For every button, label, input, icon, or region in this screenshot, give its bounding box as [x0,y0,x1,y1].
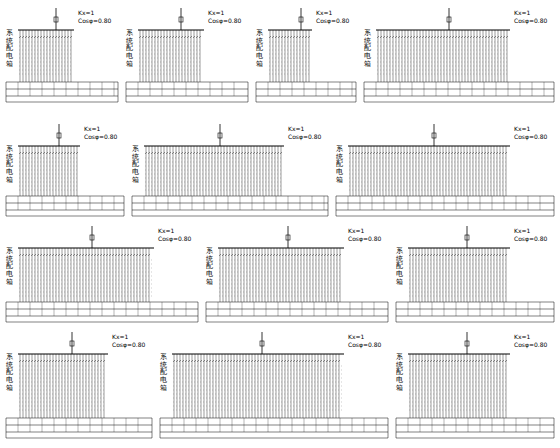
panel-schematic [6,124,124,216]
panel-title: 系统配电箱 [336,146,343,184]
panel-title: 系统配电箱 [6,30,13,68]
load-parameter: Cosφ=0.80 [208,18,241,24]
load-parameter: Cosφ=0.80 [78,18,111,24]
load-parameter: Cosφ=0.80 [348,236,381,242]
load-parameter: Cosφ=0.80 [112,342,145,348]
panel-title: 系统配电箱 [206,248,213,286]
panel-title: 系统配电箱 [6,146,13,184]
panel-schematic [6,226,198,322]
panel-schematic [396,332,554,438]
load-parameter: Kx=1 [348,228,364,234]
load-parameter: Kx=1 [514,10,530,16]
load-parameter: Kx=1 [208,10,224,16]
load-parameter: Kx=1 [288,126,304,132]
panel-schematic [132,124,328,216]
panel-schematic [160,332,388,438]
panel-title: 系统配电箱 [126,30,133,68]
panel-title: 系统配电箱 [6,354,13,392]
load-parameter: Cosφ=0.80 [514,134,547,140]
panel-title: 系统配电箱 [396,248,403,286]
panel-title: 系统配电箱 [132,146,139,184]
load-parameter: Kx=1 [514,126,530,132]
panel-title: 系统配电箱 [256,30,263,68]
panel-title: 系统配电箱 [160,354,167,392]
load-parameter: Cosφ=0.80 [158,236,191,242]
load-parameter: Cosφ=0.80 [514,342,547,348]
load-parameter: Cosφ=0.80 [514,18,547,24]
panel-schematic [206,226,388,322]
load-parameter: Kx=1 [348,334,364,340]
panel-title: 系统配电箱 [6,248,13,286]
panel-title: 系统配电箱 [364,30,371,68]
load-parameter: Kx=1 [514,334,530,340]
load-parameter: Cosφ=0.80 [84,134,117,140]
panel-schematic [336,124,554,216]
panel-schematic [396,226,554,322]
panel-schematic [364,8,554,102]
panel-schematic [6,332,152,438]
load-parameter: Kx=1 [514,228,530,234]
panel-schematic [126,8,248,102]
panel-schematic [6,8,118,102]
panel-title: 系统配电箱 [396,354,403,392]
load-parameter: Cosφ=0.80 [316,18,349,24]
load-parameter: Cosφ=0.80 [514,236,547,242]
load-parameter: Kx=1 [84,126,100,132]
load-parameter: Kx=1 [158,228,174,234]
load-parameter: Cosφ=0.80 [348,342,381,348]
load-parameter: Cosφ=0.80 [288,134,321,140]
load-parameter: Kx=1 [112,334,128,340]
load-parameter: Kx=1 [316,10,332,16]
load-parameter: Kx=1 [78,10,94,16]
panel-schematic [256,8,356,102]
